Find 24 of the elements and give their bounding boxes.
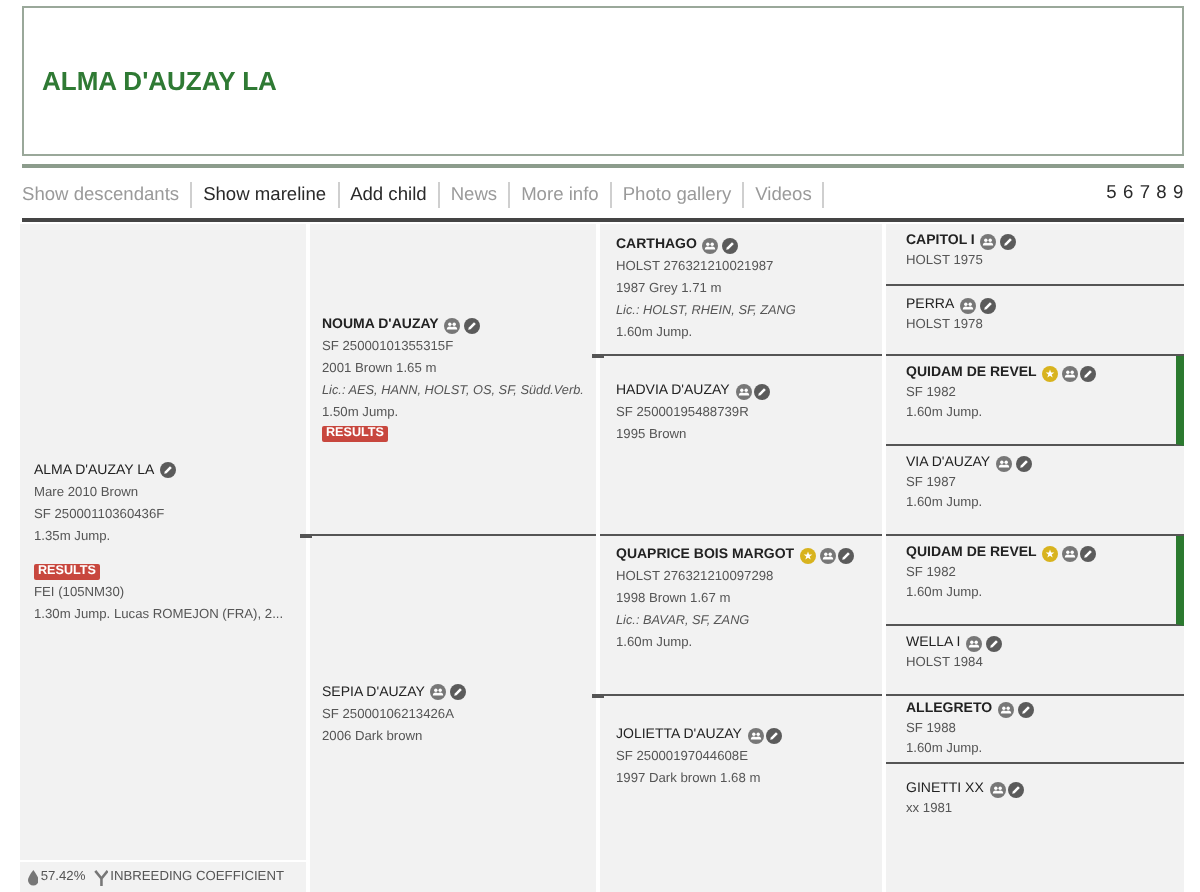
pedigree-cell xyxy=(886,764,1184,892)
pedigree-cell xyxy=(600,696,882,892)
nav-link: News xyxy=(450,184,498,204)
pedigree-cell xyxy=(310,536,596,892)
nav-link: Videos xyxy=(755,184,812,204)
pedigree-cell xyxy=(310,224,596,536)
nav-link: Photo gallery xyxy=(622,184,732,204)
pedigree-cell xyxy=(600,356,882,536)
pedigree-cell xyxy=(600,224,882,356)
pedigree-cell xyxy=(886,446,1184,536)
pedigree-cell xyxy=(20,224,306,860)
nav-link: Show mareline xyxy=(203,184,327,204)
generation-links: 5 6 7 8 9 xyxy=(1106,182,1184,202)
nav-link: More info xyxy=(521,184,599,204)
pedigree-cell xyxy=(886,356,1184,446)
nav-link: Show descendants xyxy=(22,184,180,204)
nav-link: Add child xyxy=(350,184,427,204)
pedigree-cell xyxy=(886,224,1184,286)
pedigree-cell xyxy=(886,626,1184,696)
pedigree-cell xyxy=(886,286,1184,356)
pedigree-cell xyxy=(886,696,1184,764)
page-title: ALMA D'AUZAY LA xyxy=(42,66,277,96)
pedigree-cell xyxy=(886,536,1184,626)
pedigree-cell xyxy=(600,536,882,696)
